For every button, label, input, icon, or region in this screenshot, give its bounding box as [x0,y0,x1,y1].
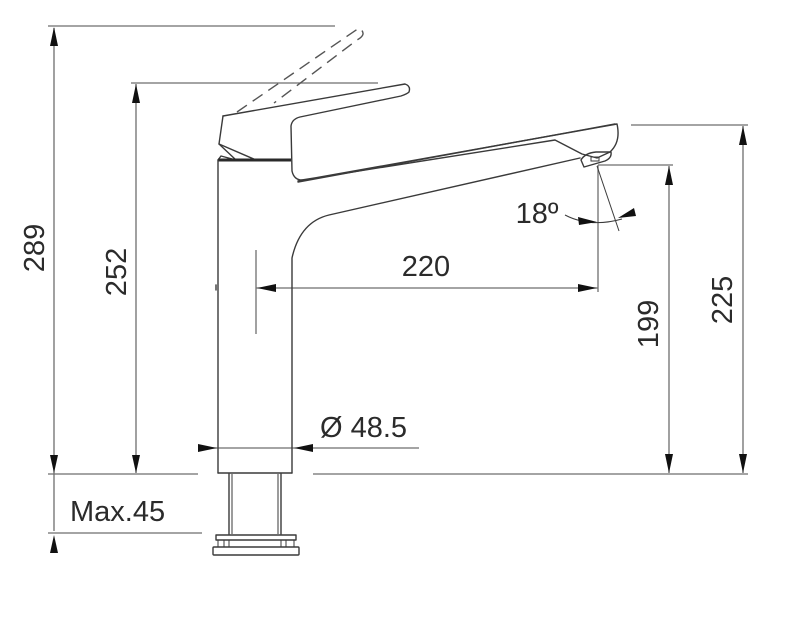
arrow-up-icon [739,126,747,145]
arrow-up-icon [50,535,58,553]
extension-lines [48,25,748,534]
dimension-outlet-height-199: 199 [633,166,673,473]
aerator [580,151,612,168]
arrow-up-icon [50,27,58,46]
dimension-height-252: 252 [101,84,140,473]
lever-handle [222,83,411,181]
arrow-down-icon [50,455,58,473]
dimension-spout-angle-18: 18º [516,165,636,232]
label-18-degrees: 18º [516,198,559,230]
handle-cap [217,115,237,161]
lever-raised-outline [236,27,364,113]
arrow-right-icon [198,444,217,452]
arrow-right-icon [578,217,597,225]
dimension-overall-height-289: 289 [19,27,58,553]
arrow-down-icon [132,455,140,473]
faucet-body [212,27,619,556]
label-199: 199 [633,300,665,348]
label-289: 289 [19,224,51,272]
arrow-up-icon [665,166,673,185]
label-220: 220 [402,251,450,283]
mounting-shank [212,473,300,556]
arrow-down-icon [665,454,673,473]
dimension-diameter-48-5: Ø 48.5 [198,412,419,452]
arrow-left-icon [257,284,276,292]
arrow-left-icon [294,444,313,452]
dimension-reach-220: 220 [256,251,598,292]
spout-underside [291,157,581,474]
label-max-45: Max.45 [70,496,165,528]
label-diameter: Ø 48.5 [320,412,407,444]
arrow-down-icon [739,454,747,473]
arrow-up-icon [132,84,140,103]
arrow-left-icon [618,208,636,218]
label-252: 252 [101,248,133,296]
label-225: 225 [707,276,739,324]
dimension-spout-height-225: 225 [707,126,747,473]
arrow-right-icon [578,284,597,292]
spout [297,123,619,182]
